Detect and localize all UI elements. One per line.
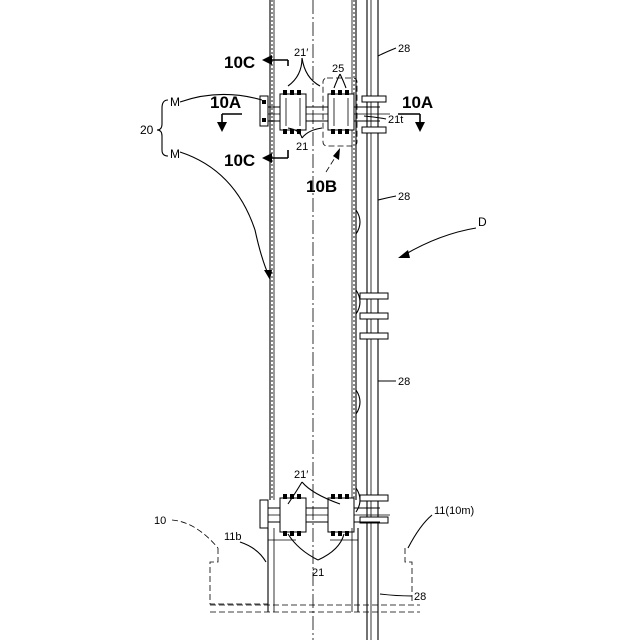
label-10b: 10B <box>306 177 337 196</box>
label-25: 25 <box>332 63 344 75</box>
label-28-b: 28 <box>398 191 410 203</box>
label-10c-top: 10C <box>224 53 255 72</box>
label-21t: 21t <box>388 114 403 126</box>
label-10a-right: 10A <box>402 93 433 112</box>
label-28-a: 28 <box>398 43 410 55</box>
label-20: 20 <box>140 123 154 137</box>
label-21prime-bottom: 21′ <box>294 469 308 481</box>
leader-lines <box>157 48 476 596</box>
side-brackets <box>356 210 360 512</box>
labels: 10C 10C 10A 10A 10B 20 M M 21′ 21 25 21t… <box>140 43 487 603</box>
section-marker-10a-left <box>217 114 242 132</box>
label-21-bottom: 21 <box>312 567 324 579</box>
label-28-c: 28 <box>398 376 410 388</box>
label-11-10m: 11(10m) <box>434 505 474 517</box>
label-21prime-top: 21′ <box>294 47 308 59</box>
pipe-clamps <box>360 96 388 523</box>
label-11b: 11b <box>224 531 242 543</box>
label-10c-bottom: 10C <box>224 151 255 170</box>
label-28-d: 28 <box>414 591 426 603</box>
label-m-top: M <box>170 95 180 109</box>
label-m-bottom: M <box>170 147 180 161</box>
section-marker-10c-top <box>262 55 288 66</box>
label-d: D <box>478 215 487 229</box>
label-21-top: 21 <box>296 141 308 153</box>
label-10a-left: 10A <box>210 93 241 112</box>
section-marker-10c-bottom <box>262 150 288 163</box>
label-10: 10 <box>154 515 166 527</box>
